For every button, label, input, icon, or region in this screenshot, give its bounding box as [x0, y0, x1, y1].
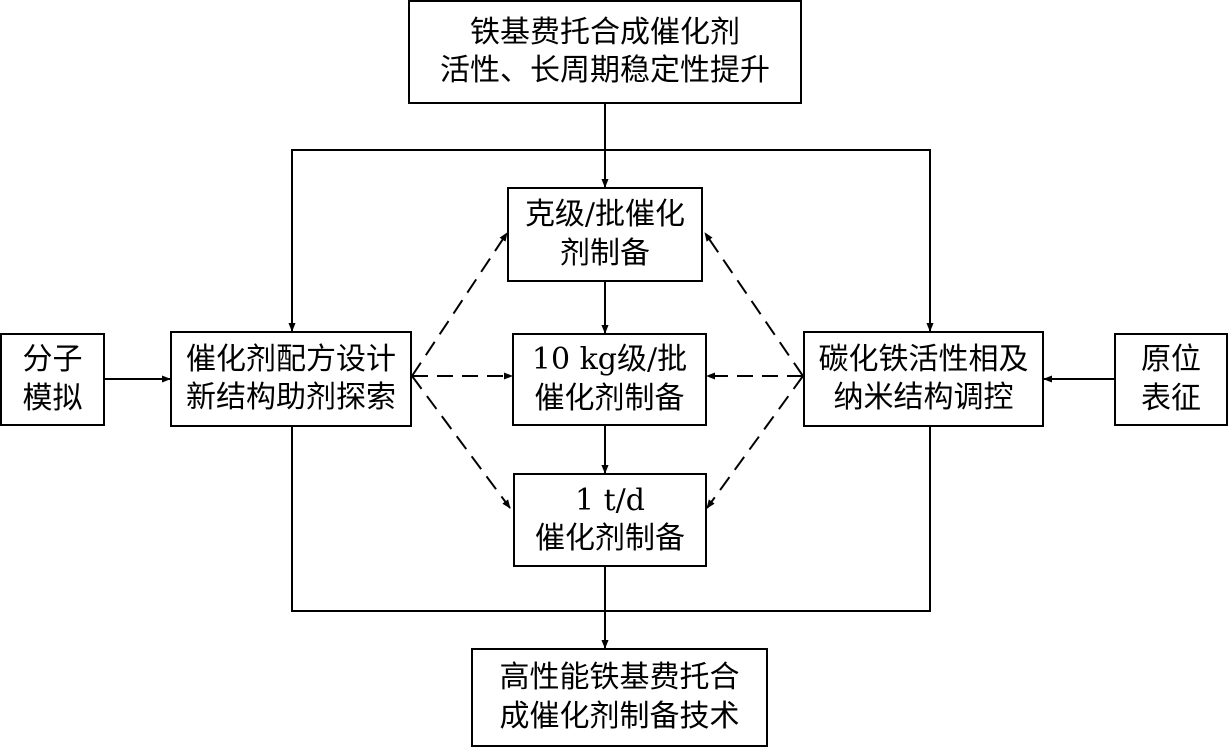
- iron-carbide-control-box: 碳化铁活性相及 纳米结构调控: [803, 331, 1044, 427]
- one-ton-line-2: 催化剂制备: [535, 521, 685, 556]
- goal-box: 铁基费托合成催化剂 活性、长周期稳定性提升: [408, 0, 802, 104]
- frame-top-left: [288, 149, 605, 332]
- carbide-line-2: 纳米结构调控: [833, 380, 1014, 415]
- one-ton-line-1: 1 t/d: [575, 482, 645, 518]
- insitu-line-2: 表征: [1141, 380, 1201, 416]
- ten-kg-line-1: 10 kg级/批: [531, 342, 688, 378]
- dashed-arrow-design-to-1t: [411, 375, 511, 509]
- carbide-line-1: 碳化铁活性相及: [818, 341, 1029, 377]
- gram-scale-box: 克级/批催化 剂制备: [507, 187, 703, 282]
- gram-line-1: 克级/批催化: [524, 197, 686, 233]
- molecular-line-2: 模拟: [22, 380, 83, 416]
- dashed-arrow-carbide-to-1t: [706, 375, 804, 509]
- goal-line-2: 活性、长周期稳定性提升: [440, 53, 770, 88]
- frame-bottom: [291, 427, 931, 612]
- result-technology-box: 高性能铁基费托合 成催化剂制备技术: [471, 648, 768, 747]
- in-situ-characterization-box: 原位 表征: [1114, 333, 1228, 426]
- molecular-line-1: 分子: [22, 342, 83, 378]
- gram-line-2: 剂制备: [560, 235, 650, 271]
- ten-kg-scale-box: 10 kg级/批 催化剂制备: [512, 333, 707, 426]
- frame-top-right: [605, 149, 934, 332]
- insitu-line-1: 原位: [1141, 342, 1201, 378]
- one-ton-scale-box: 1 t/d 催化剂制备: [513, 473, 707, 567]
- dashed-arrow-carbide-to-gram: [704, 232, 804, 377]
- dashed-arrow-design-to-gram: [411, 232, 508, 377]
- catalyst-design-box: 催化剂配方设计 新结构助剂探索: [170, 331, 412, 427]
- result-line-1: 高性能铁基费托合: [499, 660, 740, 696]
- result-line-2: 成催化剂制备技术: [499, 698, 740, 734]
- molecular-simulation-box: 分子 模拟: [0, 333, 105, 426]
- ten-kg-line-2: 催化剂制备: [534, 380, 685, 416]
- goal-line-1: 铁基费托合成催化剂: [470, 14, 740, 50]
- design-line-2: 新结构助剂探索: [186, 380, 396, 415]
- design-line-1: 催化剂配方设计: [186, 341, 396, 377]
